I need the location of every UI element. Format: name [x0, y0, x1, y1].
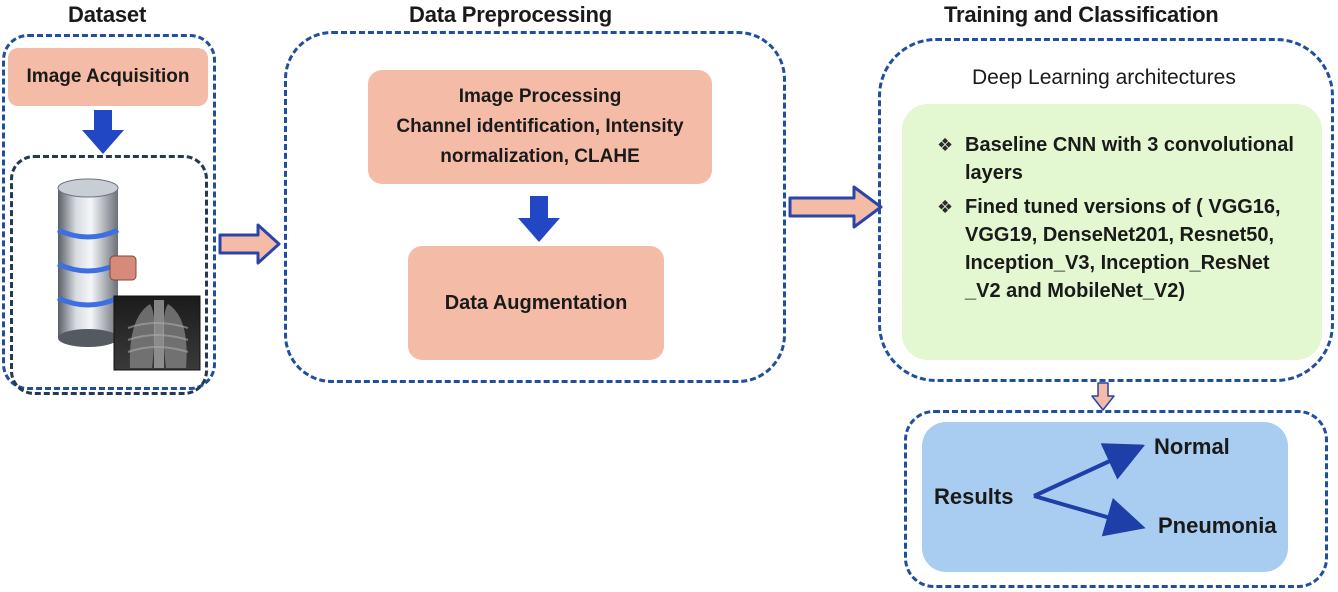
diamond-bullet-icon: ❖: [937, 197, 954, 217]
down-arrow-icon: [518, 196, 560, 242]
architecture-bullet: ❖ Fined tuned versions of ( VGG16, VGG19…: [937, 193, 1281, 305]
architectures-box: [902, 104, 1322, 360]
dataset-heading: Dataset: [68, 2, 147, 27]
results-label: Results: [934, 484, 1014, 509]
image-processing-detail-1: Channel identification, Intensity: [396, 116, 684, 137]
preprocessing-heading: Data Preprocessing: [409, 2, 613, 27]
dataset-image-box: [10, 155, 208, 395]
training-heading: Training and Classification: [944, 2, 1219, 27]
dataset-stage-box: [2, 34, 216, 390]
architectures-label: Deep Learning architectures: [972, 66, 1236, 89]
database-xray-icon: [56, 178, 201, 371]
image-processing-title: Image Processing: [458, 86, 622, 107]
down-arrow-icon: [1091, 382, 1115, 411]
down-arrow-icon: [82, 110, 124, 154]
arrow-right-icon: [788, 185, 883, 229]
arrow-right-icon: [218, 223, 281, 265]
branch-arrows-icon: [1033, 443, 1146, 537]
image-processing-box: Image Processing Channel identification,…: [368, 70, 712, 184]
class-normal-label: Normal: [1154, 434, 1230, 459]
diamond-bullet-icon: ❖: [937, 135, 954, 155]
training-stage-box: [878, 38, 1334, 382]
class-pneumonia-label: Pneumonia: [1158, 513, 1277, 538]
architecture-bullet: ❖ Baseline CNN with 3 convolutional laye…: [937, 131, 1294, 187]
image-acquisition-box: Image Acquisition: [8, 48, 208, 106]
preprocessing-stage-box: [284, 31, 786, 383]
data-augmentation-box: Data Augmentation: [408, 246, 664, 360]
results-stage-box: [904, 410, 1328, 588]
image-processing-detail-2: normalization, CLAHE: [440, 146, 640, 167]
